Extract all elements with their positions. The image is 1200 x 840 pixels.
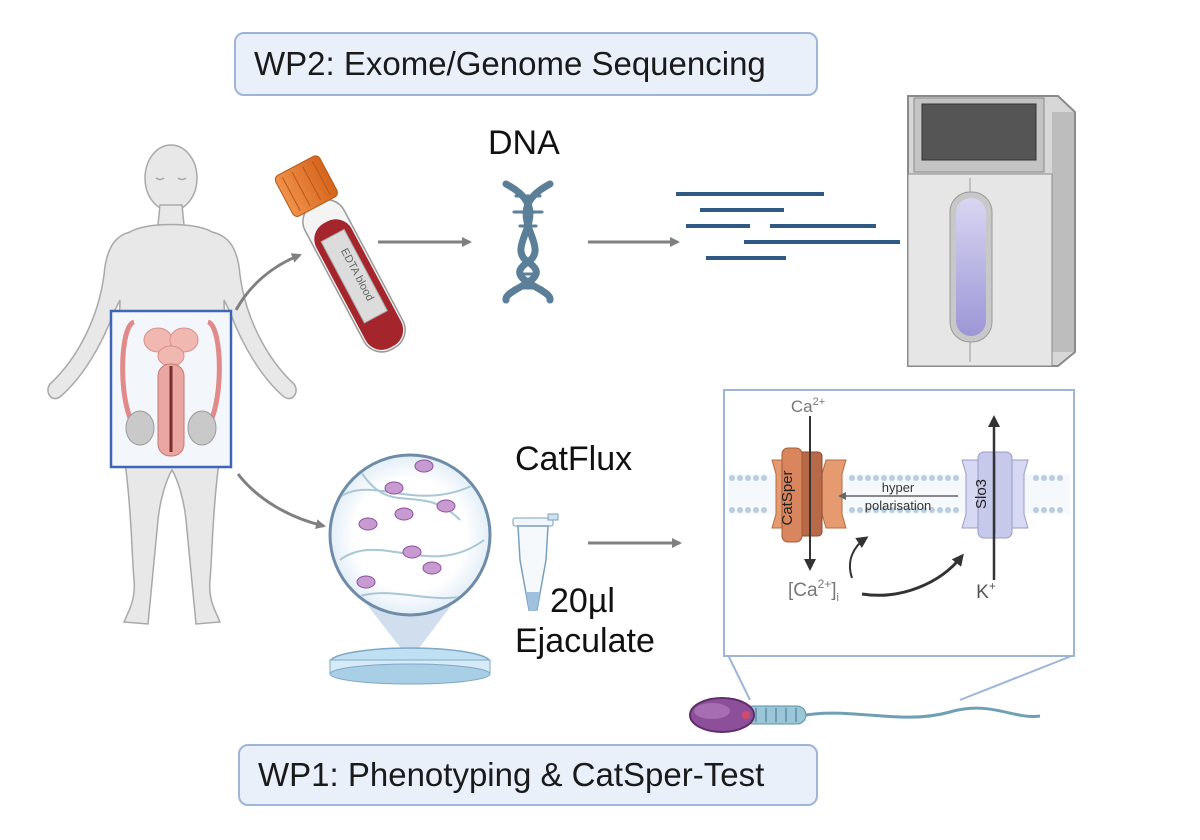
lipid-head bbox=[937, 475, 943, 481]
lipid-head bbox=[849, 475, 855, 481]
slo3-channel: Slo3 bbox=[961, 451, 1029, 539]
sequencer-machine-icon bbox=[907, 95, 1076, 367]
lipid-head bbox=[913, 475, 919, 481]
ca-intracellular-label: [Ca2+]i bbox=[788, 577, 839, 604]
lipid-head bbox=[905, 475, 911, 481]
zoom-line-right bbox=[959, 654, 1075, 701]
lipid-head bbox=[737, 475, 743, 481]
slo3-label: Slo3 bbox=[973, 479, 990, 509]
zoom-line-left bbox=[727, 654, 751, 701]
mechanism-panel bbox=[723, 389, 1075, 657]
lipid-head bbox=[1049, 507, 1055, 513]
lipid-head bbox=[889, 507, 895, 513]
lipid-head bbox=[753, 475, 759, 481]
lipid-head bbox=[889, 475, 895, 481]
membrane-dots bbox=[729, 475, 1063, 513]
lipid-head bbox=[953, 507, 959, 513]
wp1-title: WP1: Phenotyping & CatSper-Test bbox=[258, 756, 765, 793]
lipid-head bbox=[1041, 475, 1047, 481]
lipid-head bbox=[953, 475, 959, 481]
arrow-body-to-blood bbox=[234, 253, 302, 311]
human-figure bbox=[47, 144, 297, 625]
wp1-banner: WP1: Phenotyping & CatSper-Test bbox=[238, 744, 818, 806]
lipid-head bbox=[849, 507, 855, 513]
lipid-head bbox=[913, 507, 919, 513]
lipid-head bbox=[873, 475, 879, 481]
lipid-head bbox=[929, 507, 935, 513]
sperm-cell-icon bbox=[689, 697, 1041, 733]
lipid-head bbox=[873, 507, 879, 513]
lipid-head bbox=[761, 507, 767, 513]
lipid-head bbox=[857, 475, 863, 481]
lipid-head bbox=[1057, 475, 1063, 481]
lipid-head bbox=[1033, 475, 1039, 481]
catsper-label: CatSper bbox=[779, 470, 796, 525]
ca-to-slo3-arrow bbox=[861, 553, 964, 597]
lipid-head bbox=[929, 475, 935, 481]
lipid-head bbox=[1041, 507, 1047, 513]
lipid-head bbox=[729, 475, 735, 481]
lipid-head bbox=[1049, 475, 1055, 481]
tube-label: EDTA blood bbox=[338, 246, 376, 303]
cell-membrane bbox=[728, 474, 1070, 514]
lipid-head bbox=[881, 507, 887, 513]
lipid-head bbox=[745, 475, 751, 481]
lipid-head bbox=[1057, 507, 1063, 513]
volume-label: 20µl bbox=[550, 582, 615, 620]
sample-label: Ejaculate bbox=[515, 622, 655, 660]
hyper-label: hyper bbox=[882, 480, 915, 495]
lipid-head bbox=[897, 507, 903, 513]
lipid-head bbox=[761, 475, 767, 481]
lipid-head bbox=[865, 475, 871, 481]
lipid-head bbox=[937, 507, 943, 513]
sequencing-reads bbox=[676, 192, 900, 260]
lipid-head bbox=[745, 507, 751, 513]
catsper-channel: CatSper bbox=[771, 447, 847, 543]
lipid-head bbox=[737, 507, 743, 513]
lipid-head bbox=[945, 507, 951, 513]
lipid-head bbox=[881, 475, 887, 481]
lipid-head bbox=[921, 475, 927, 481]
arrow-body-to-sample bbox=[236, 473, 326, 530]
lipid-head bbox=[921, 507, 927, 513]
lipid-head bbox=[857, 507, 863, 513]
catflux-label: CatFlux bbox=[515, 440, 633, 478]
blood-tube-icon: EDTA blood bbox=[274, 155, 406, 353]
lipid-head bbox=[1033, 507, 1039, 513]
ca-top-label: Ca2+ bbox=[791, 396, 825, 416]
feedback-arrow-catsper bbox=[848, 536, 869, 579]
k-label: K+ bbox=[976, 579, 996, 603]
lipid-head bbox=[945, 475, 951, 481]
wp2-title: WP2: Exome/Genome Sequencing bbox=[254, 45, 766, 82]
wp2-banner: WP2: Exome/Genome Sequencing bbox=[234, 32, 818, 96]
microscope-view bbox=[328, 453, 492, 685]
lipid-head bbox=[729, 507, 735, 513]
dna-helix-icon bbox=[502, 180, 554, 304]
lipid-head bbox=[865, 507, 871, 513]
reproductive-inset bbox=[109, 309, 233, 469]
lipid-head bbox=[905, 507, 911, 513]
lipid-head bbox=[753, 507, 759, 513]
polarisation-label: polarisation bbox=[865, 498, 932, 513]
lipid-head bbox=[897, 475, 903, 481]
dna-label: DNA bbox=[488, 124, 560, 162]
